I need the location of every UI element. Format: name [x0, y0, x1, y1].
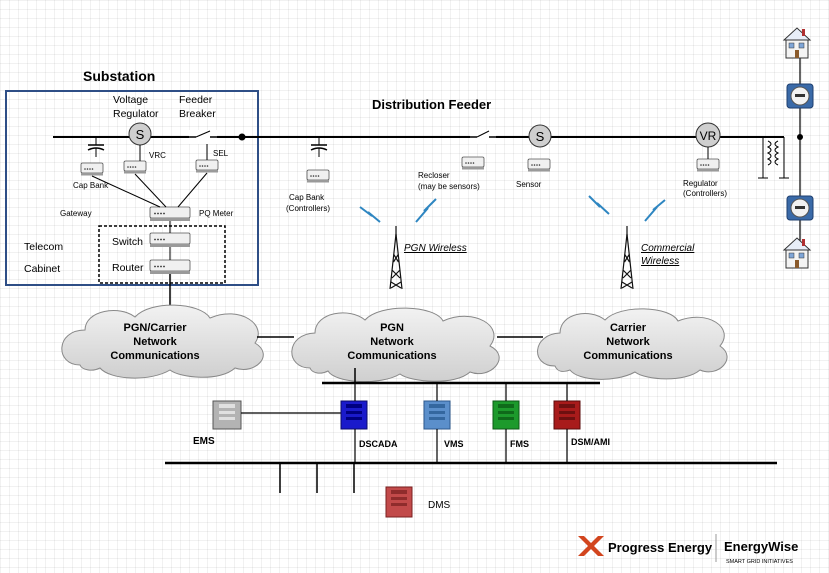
feeder-cap-bank-symbol: [310, 136, 328, 158]
feeder-regulator-symbol: VR: [695, 122, 721, 148]
home-bottom: [783, 237, 811, 269]
progress-energy-logo: Progress Energy: [578, 536, 713, 556]
gateway-label: Gateway: [60, 209, 92, 218]
dsm-ami-server-icon: [553, 400, 581, 430]
pgn-wireless-label: PGN Wireless: [404, 243, 467, 254]
bus-node-2: [797, 134, 803, 140]
fms-label: FMS: [510, 439, 529, 449]
commercial-wireless-label-2: Wireless: [641, 256, 679, 267]
feeder-cap-bank-label-2: (Controllers): [286, 204, 330, 213]
voltage-regulator-label-1: Voltage: [113, 94, 148, 106]
pgn-cloud: [291, 307, 500, 383]
sensor-device: [527, 158, 551, 172]
pgn-wireless-tower-icon: [389, 225, 403, 290]
gateway-device: [149, 206, 191, 222]
ems-server-icon: [212, 400, 242, 430]
sel-device: [195, 159, 219, 173]
feeder-breaker-symbol: [189, 130, 217, 144]
vr-symbol: VR: [700, 129, 717, 143]
substation-s-symbol: S: [136, 127, 145, 142]
pgn-carrier-cloud-line-2: Network: [133, 336, 177, 348]
lightning-icon-4: [644, 199, 666, 222]
voltage-regulator-label-2: Regulator: [113, 108, 159, 120]
energywise-wordmark: EnergyWise: [724, 539, 798, 554]
dms-label: DMS: [428, 500, 451, 511]
distribution-feeder-title: Distribution Feeder: [372, 97, 491, 112]
pgn-cloud-line-1: PGN: [380, 322, 404, 334]
pq-meter-label: PQ Meter: [199, 209, 234, 218]
cabinet-label: Cabinet: [24, 263, 60, 275]
progress-energy-wordmark: Progress Energy: [608, 540, 713, 555]
regulator-label-1: Regulator: [683, 179, 718, 188]
home-top: [783, 27, 811, 59]
dscada-server-icon: [340, 400, 368, 430]
sensor-label: Sensor: [516, 180, 542, 189]
bus-node-1: [238, 133, 246, 141]
dsm-ami-label: DSM/AMI: [571, 437, 610, 447]
lightning-icon-1: [359, 206, 381, 223]
pgn-carrier-cloud-line-3: Communications: [110, 350, 199, 362]
router-device: [149, 259, 191, 275]
sel-label: SEL: [213, 149, 229, 158]
service-transformer-symbol: [758, 136, 789, 179]
lightning-icon-3: [588, 195, 610, 215]
recloser-label-2: (may be sensors): [418, 182, 480, 191]
substation-cap-bank-label: Cap Bank: [73, 181, 109, 190]
pgn-cloud-line-2: Network: [370, 336, 414, 348]
switch-device: [149, 232, 191, 248]
router-label: Router: [112, 262, 144, 274]
energywise-logo: EnergyWise SMART GRID INITIATIVES: [724, 539, 798, 565]
feeder-cap-bank-device: [306, 169, 330, 183]
regulator-device: [696, 158, 720, 172]
vms-server-icon: [423, 400, 451, 430]
recloser-device: [461, 156, 485, 170]
vrc-device: [123, 160, 147, 174]
carrier-cloud-line-1: Carrier: [610, 322, 647, 334]
cap-bank-controller-device: [80, 162, 104, 176]
fms-server-icon: [492, 400, 520, 430]
recloser-label-1: Recloser: [418, 171, 450, 180]
commercial-wireless-tower-icon: [620, 225, 634, 290]
switch-label: Switch: [112, 236, 143, 248]
feeder-cap-bank-label-1: Cap Bank: [289, 193, 325, 202]
ems-label: EMS: [193, 436, 215, 447]
dscada-label: DSCADA: [359, 439, 398, 449]
substation-box: [5, 90, 259, 286]
feeder-s-symbol: S: [536, 129, 545, 144]
commercial-wireless-label-1: Commercial: [641, 243, 695, 254]
energywise-tagline: SMART GRID INITIATIVES: [726, 559, 793, 565]
telecom-label: Telecom: [24, 241, 63, 253]
recloser-symbol: [470, 130, 496, 144]
vms-label: VMS: [444, 439, 464, 449]
substation-cap-bank-symbol: [87, 136, 105, 158]
regulator-label-2: (Controllers): [683, 189, 727, 198]
substation-title: Substation: [83, 68, 155, 84]
carrier-cloud: [537, 308, 728, 380]
vrc-label: VRC: [149, 151, 166, 160]
meter-top: [786, 83, 814, 109]
pgn-cloud-line-3: Communications: [347, 350, 436, 362]
meter-bottom: [786, 195, 814, 221]
dms-server-icon: [385, 486, 413, 518]
carrier-cloud-line-2: Network: [606, 336, 650, 348]
feeder-breaker-label-2: Breaker: [179, 108, 216, 120]
pgn-carrier-cloud-line-1: PGN/Carrier: [124, 322, 188, 334]
carrier-cloud-line-3: Communications: [583, 350, 672, 362]
lightning-icon-2: [415, 198, 437, 223]
feeder-breaker-label-1: Feeder: [179, 94, 213, 106]
substation-voltage-regulator: S: [128, 122, 152, 146]
feeder-sensor-symbol: S: [528, 124, 552, 148]
telecom-cabinet-box: [98, 225, 226, 284]
